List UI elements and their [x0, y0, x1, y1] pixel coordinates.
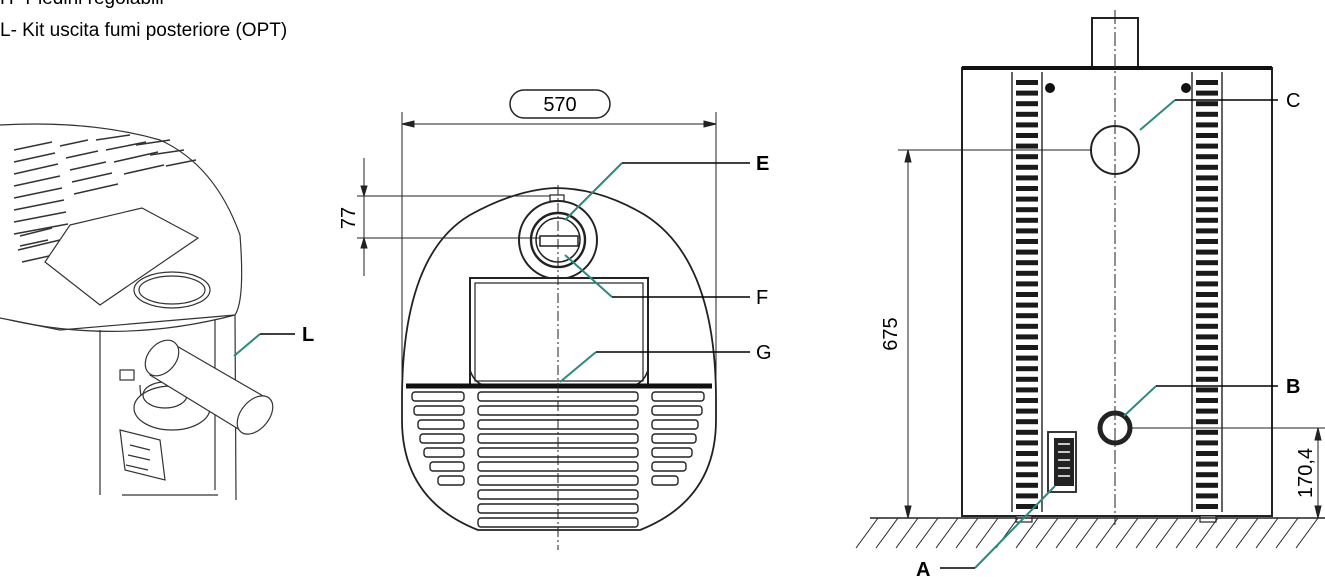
side-slots-left: [1016, 80, 1038, 509]
dimension-inlet-height-label: 170,4: [1295, 448, 1317, 498]
dimension-170-4: [1130, 427, 1325, 519]
floor-hatch: [855, 517, 1325, 549]
label-l: L: [302, 324, 314, 346]
isometric-view: [0, 123, 274, 501]
dimension-77: [357, 158, 550, 276]
label-e: E: [756, 153, 769, 175]
dimension-675: [898, 149, 1091, 519]
callouts-a-b-c: [940, 99, 1278, 569]
label-l-callout: L: [233, 324, 314, 357]
dimension-width-label: 570: [543, 94, 576, 116]
side-slots-right: [1196, 80, 1218, 509]
label-c: C: [1286, 90, 1300, 112]
legend-item-h: H- Piedini regolabili: [0, 0, 164, 10]
label-b: B: [1286, 376, 1300, 398]
label-g: G: [756, 342, 772, 364]
callouts-e-f-g: [559, 162, 750, 383]
label-f: F: [756, 287, 768, 309]
side-view: [961, 10, 1273, 525]
dimension-570: [401, 89, 717, 400]
rear-view: [401, 185, 717, 550]
legend-item-l: L- Kit uscita fumi posteriore (OPT): [0, 20, 288, 41]
label-a: A: [916, 559, 930, 577]
dimension-flue-offset-label: 77: [338, 207, 360, 229]
dimension-outlet-height-label: 675: [880, 317, 902, 350]
